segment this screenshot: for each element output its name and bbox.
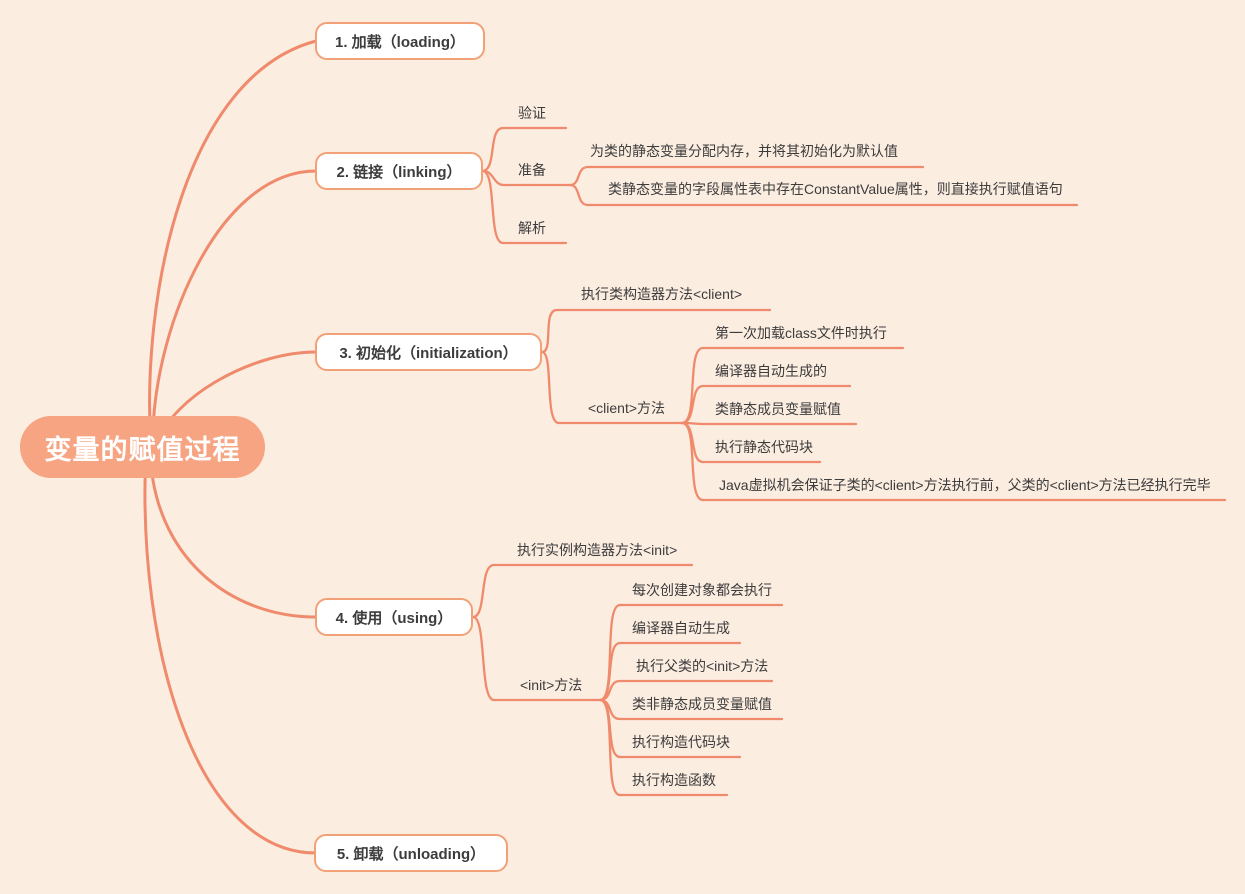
subtopic-init-parent-init[interactable]: 执行父类的<init>方法 <box>636 658 769 674</box>
subtopic-init-constructor-block[interactable]: 执行构造代码块 <box>632 734 730 750</box>
subtopic-init-nonstatic-assign[interactable]: 类非静态成员变量赋值 <box>632 696 772 712</box>
topic-initialization[interactable]: 3. 初始化（initialization） <box>315 333 542 371</box>
topic-using[interactable]: 4. 使用（using） <box>315 598 473 636</box>
topic-loading[interactable]: 1. 加载（loading） <box>315 22 485 60</box>
subtopic-prepare-memory[interactable]: 为类的静态变量分配内存，并将其初始化为默认值 <box>590 143 898 159</box>
subtopic-init-method[interactable]: <init>方法 <box>520 677 583 693</box>
subtopic-curves <box>471 126 1227 797</box>
topic-linking[interactable]: 2. 链接（linking） <box>315 152 483 190</box>
subtopic-clinit-method[interactable]: <client>方法 <box>588 400 666 416</box>
subtopic-exec-init[interactable]: 执行实例构造器方法<init> <box>517 542 678 558</box>
subtopic-prepare-constantvalue[interactable]: 类静态变量的字段属性表中存在ConstantValue属性，则直接执行赋值语句 <box>608 181 1063 197</box>
subtopic-clinit-auto-generated[interactable]: 编译器自动生成的 <box>715 363 827 379</box>
subtopic-clinit-first-load[interactable]: 第一次加载class文件时执行 <box>715 325 887 341</box>
subtopic-prepare[interactable]: 准备 <box>518 162 546 178</box>
subtopic-init-every-new[interactable]: 每次创建对象都会执行 <box>632 582 772 598</box>
subtopic-init-constructor-func[interactable]: 执行构造函数 <box>632 772 716 788</box>
subtopic-clinit-static-assign[interactable]: 类静态成员变量赋值 <box>715 401 841 417</box>
subtopic-init-auto-generated[interactable]: 编译器自动生成 <box>632 620 730 636</box>
subtopic-clinit-static-block[interactable]: 执行静态代码块 <box>715 439 813 455</box>
subtopic-verify[interactable]: 验证 <box>518 105 546 121</box>
topic-unloading[interactable]: 5. 卸载（unloading） <box>314 834 508 872</box>
subtopic-clinit-jvm-guarantee[interactable]: Java虚拟机会保证子类的<client>方法执行前，父类的<client>方法… <box>719 477 1211 493</box>
subtopic-exec-clinit[interactable]: 执行类构造器方法<client> <box>581 286 743 302</box>
subtopic-resolve[interactable]: 解析 <box>518 220 546 236</box>
root-topic[interactable]: 变量的赋值过程 <box>20 416 265 478</box>
